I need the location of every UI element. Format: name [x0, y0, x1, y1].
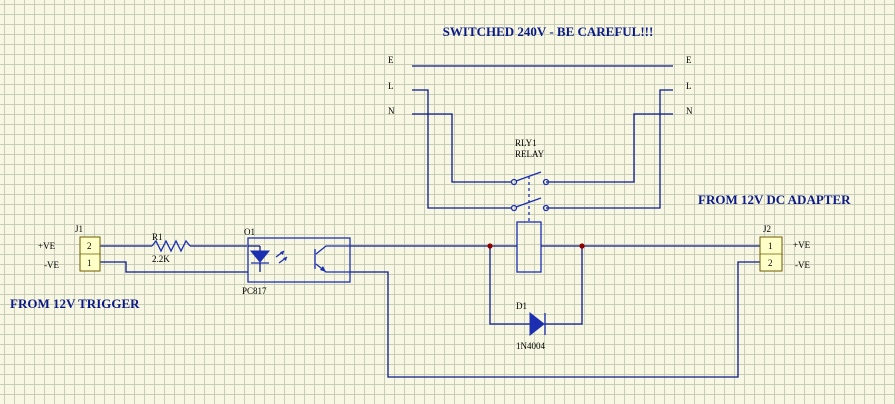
live-line-right: [546, 89, 673, 209]
neutral-line-left: [412, 113, 512, 183]
connector-j2: 1 2: [759, 236, 783, 272]
j1-pos-label: +VE: [38, 241, 56, 251]
d1-value: 1N4004: [516, 341, 545, 351]
ground-return-wire: [350, 261, 760, 378]
left-e-label: E: [388, 55, 394, 65]
j1-ref: J1: [75, 224, 83, 234]
diode-wire-right: [544, 246, 583, 325]
led-triangle: [249, 250, 271, 263]
j1-neg-label: -VE: [44, 260, 59, 270]
contact-terminal: [542, 178, 550, 186]
j1-pin-1: 1: [87, 258, 92, 268]
emitter-arrow: [320, 266, 326, 272]
contact-terminal: [510, 178, 518, 186]
transistor-emitter: [315, 263, 350, 273]
transistor-collector: [315, 245, 350, 255]
junction-dot: [579, 243, 585, 249]
j2-pin-2: 2: [768, 258, 773, 268]
junction-dot: [487, 243, 493, 249]
r1-ref: R1: [152, 232, 163, 242]
diode-body: [529, 311, 545, 337]
optocoupler-body: [247, 237, 351, 283]
warning-title: SWITCHED 240V - BE CAREFUL!!!: [443, 24, 654, 39]
relay-ref: RLY1: [515, 138, 537, 148]
trigger-negative-wire: [100, 261, 248, 273]
live-line-left: [412, 89, 512, 209]
connector-j1: 2 1: [79, 236, 101, 272]
light-arrow-head: [280, 251, 284, 255]
light-arrow-head: [283, 257, 287, 261]
j2-pin-1: 1: [768, 241, 773, 251]
ac-lines: E L N E L N: [388, 55, 693, 209]
optocoupler-o1: [247, 237, 351, 283]
j2-pos-label: +VE: [793, 240, 811, 250]
neutral-line-right: [546, 113, 673, 183]
relay-value: RELAY: [515, 149, 545, 159]
j1-pin-2: 2: [87, 241, 92, 251]
relay-coil: [516, 221, 542, 273]
left-l-label: L: [388, 81, 394, 91]
j2-ref: J2: [763, 224, 771, 234]
right-l-label: L: [686, 81, 692, 91]
j1-caption: FROM 12V TRIGGER: [10, 296, 140, 311]
contact-terminal: [542, 204, 550, 212]
o1-ref: O1: [244, 227, 255, 237]
o1-value: PC817: [242, 286, 267, 296]
relay-contacts: [510, 171, 550, 222]
right-n-label: N: [686, 106, 693, 116]
left-n-label: N: [388, 106, 395, 116]
right-e-label: E: [686, 55, 692, 65]
j2-caption: FROM 12V DC ADAPTER: [698, 192, 851, 207]
contact-terminal: [510, 204, 518, 212]
j2-neg-label: -VE: [795, 260, 810, 270]
d1-ref: D1: [516, 301, 527, 311]
diode-d1: [529, 311, 546, 337]
r1-value: 2.2K: [152, 254, 170, 264]
resistor-r1: [151, 239, 191, 253]
diode-wire-left: [489, 246, 530, 325]
